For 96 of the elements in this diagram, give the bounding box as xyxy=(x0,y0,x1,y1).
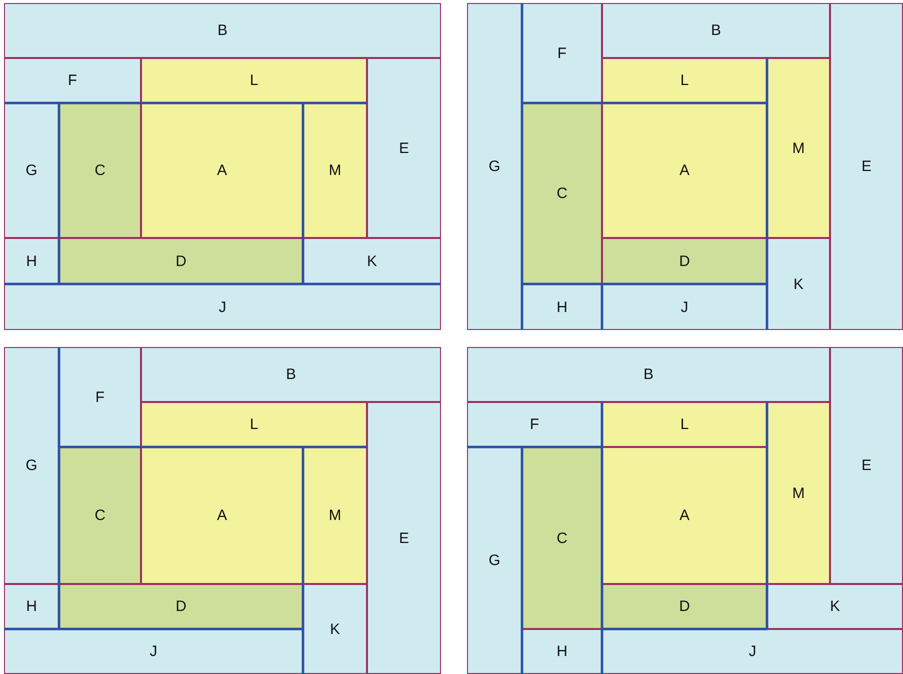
region-letter: K xyxy=(366,252,377,270)
region-letter: D xyxy=(176,598,186,615)
region-letter: D xyxy=(176,252,186,270)
region-letter: M xyxy=(792,140,805,156)
region-rectangle xyxy=(602,447,767,584)
region-rectangle xyxy=(830,347,903,584)
region-rectangle xyxy=(522,103,602,284)
region-rectangle xyxy=(522,284,602,330)
region-letter: L xyxy=(250,416,258,433)
region-letter: B xyxy=(286,366,296,383)
region-rectangle xyxy=(59,447,141,584)
region-rectangle xyxy=(4,629,303,674)
region-rectangle xyxy=(303,447,367,584)
region-rectangle xyxy=(59,584,303,629)
region-letter: F xyxy=(557,44,567,62)
region-rectangle xyxy=(59,238,303,284)
region-letter: B xyxy=(217,22,228,39)
region-rectangle xyxy=(602,3,830,58)
region-letter: L xyxy=(250,72,258,89)
region-letter: H xyxy=(556,643,568,660)
region-letter: H xyxy=(556,298,568,316)
region-rectangle xyxy=(767,238,830,330)
region-letter: K xyxy=(793,276,804,292)
region-letter: D xyxy=(679,252,690,270)
region-rectangle xyxy=(4,584,59,629)
region-letter: G xyxy=(26,162,38,179)
region-rectangle xyxy=(141,447,303,584)
region-letter: M xyxy=(792,484,805,502)
region-rectangle xyxy=(303,103,367,238)
region-rectangle xyxy=(602,629,903,674)
region-letter: J xyxy=(680,298,688,316)
region-letter: D xyxy=(679,598,690,615)
region-letter: E xyxy=(861,457,872,474)
region-letter: C xyxy=(556,185,568,202)
region-rectangle xyxy=(467,3,522,330)
region-rectangle xyxy=(367,58,441,238)
region-letter: M xyxy=(328,507,342,524)
region-letter: J xyxy=(218,298,226,316)
region-letter: J xyxy=(748,643,756,660)
region-rectangle xyxy=(602,103,767,238)
region-rectangle xyxy=(303,584,367,674)
region-letter: H xyxy=(26,598,37,615)
region-rectangle xyxy=(4,58,141,103)
region-letter: E xyxy=(398,530,409,546)
region-rectangle xyxy=(467,402,602,447)
region-letter: E xyxy=(861,158,872,175)
region-letter: M xyxy=(328,162,342,179)
region-rectangle xyxy=(767,402,830,584)
region-rectangle xyxy=(602,238,767,284)
region-rectangle xyxy=(141,402,367,447)
region-letter: B xyxy=(710,22,721,39)
region-letter: G xyxy=(488,552,500,569)
region-rectangle xyxy=(303,238,441,284)
region-rectangle xyxy=(467,347,830,402)
region-letter: K xyxy=(830,598,840,615)
region-letter: H xyxy=(26,252,37,270)
region-rectangle xyxy=(4,103,59,238)
region-rectangle xyxy=(4,347,59,584)
region-letter: K xyxy=(330,620,340,638)
region-letter: B xyxy=(643,366,654,383)
region-rectangle xyxy=(522,3,602,103)
region-rectangle xyxy=(767,58,830,238)
region-rectangle xyxy=(4,238,59,284)
region-rectangle xyxy=(602,584,767,629)
region-rectangle xyxy=(59,347,141,447)
region-rectangle xyxy=(4,284,441,330)
region-letter: C xyxy=(556,530,568,546)
region-letter: J xyxy=(150,643,158,660)
region-letter: F xyxy=(530,416,540,433)
region-rectangle xyxy=(467,447,522,674)
region-letter: C xyxy=(94,162,106,179)
region-rectangle xyxy=(767,584,903,629)
region-rectangle xyxy=(141,347,441,402)
region-rectangle xyxy=(141,58,367,103)
region-letter: L xyxy=(680,416,689,433)
region-letter: C xyxy=(94,507,106,524)
region-rectangle xyxy=(522,629,602,674)
region-letter: A xyxy=(679,507,690,524)
region-letter: G xyxy=(488,158,500,175)
region-rectangle xyxy=(141,103,303,238)
region-letter: A xyxy=(216,162,227,179)
region-rectangle xyxy=(602,402,767,447)
region-letter: A xyxy=(679,162,690,179)
region-letter: F xyxy=(68,72,78,89)
region-letter: L xyxy=(680,72,689,89)
region-rectangle xyxy=(602,284,767,330)
region-rectangle xyxy=(522,447,602,629)
region-letter: F xyxy=(95,388,105,406)
region-letter: G xyxy=(26,457,38,474)
region-rectangle xyxy=(367,402,441,674)
region-rectangle xyxy=(602,58,767,103)
region-rectangle xyxy=(4,3,441,58)
region-rectangle xyxy=(830,3,903,330)
region-letter: E xyxy=(398,140,409,156)
region-rectangle xyxy=(59,103,141,238)
region-letter: A xyxy=(216,507,227,524)
